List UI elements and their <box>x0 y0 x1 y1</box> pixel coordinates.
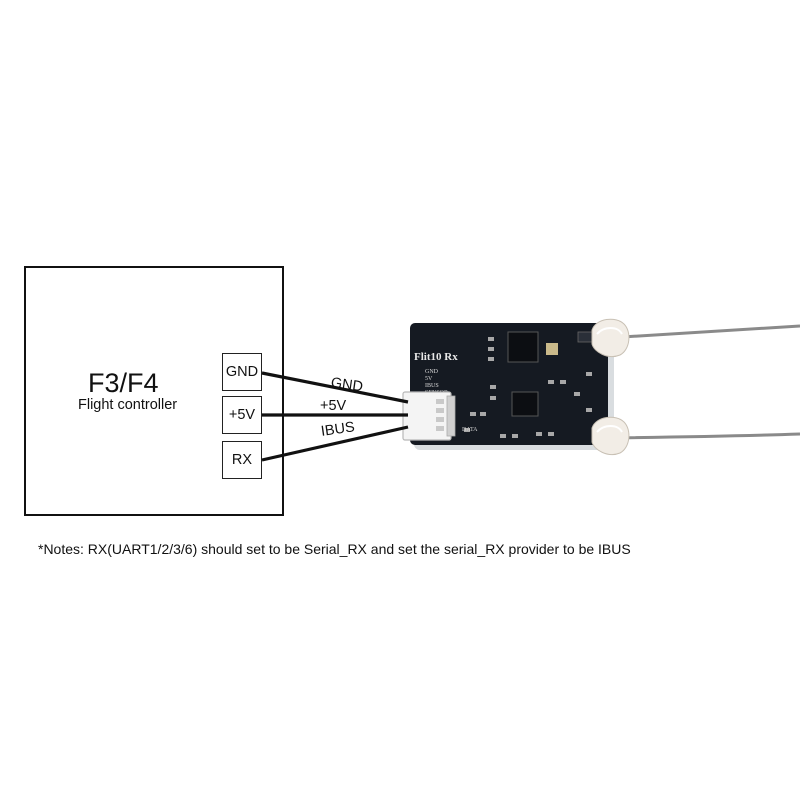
flight-controller-title: F3/F4 <box>88 368 159 398</box>
setup-note: *Notes: RX(UART1/2/3/6) should set to be… <box>38 541 631 557</box>
receiver-data-label: DATA <box>462 427 478 433</box>
receiver-name: Flit10 Rx <box>414 351 458 363</box>
antenna-sleeve-top <box>591 318 630 358</box>
receiver-pin-label-gnd: GND <box>425 369 439 375</box>
receiver-chip-main <box>507 331 539 363</box>
receiver-connector-pins <box>436 399 444 431</box>
receiver-board <box>410 323 608 445</box>
receiver-pin-label-ibus: IBUS <box>425 383 439 389</box>
fc-pin-5v: +5V <box>222 396 262 434</box>
receiver-chip-secondary <box>511 391 539 417</box>
wire-gnd <box>261 371 409 404</box>
receiver-smd-parts <box>464 337 592 438</box>
fc-pin-rx: RX <box>222 441 262 479</box>
receiver-pin-label-5v: 5V <box>425 376 433 382</box>
flight-controller-box <box>24 266 284 516</box>
wire-label-5v: +5V <box>320 398 347 414</box>
antenna-cable-top <box>605 324 800 340</box>
flight-controller-subtitle: Flight controller <box>78 397 178 413</box>
antenna-sleeve-bottom <box>591 416 630 456</box>
receiver-connector-side <box>446 395 456 437</box>
wire-ibus <box>261 425 409 462</box>
fc-pin-gnd: GND <box>222 353 262 391</box>
antenna-cable-bottom <box>605 432 800 440</box>
receiver-crystal <box>546 343 558 355</box>
